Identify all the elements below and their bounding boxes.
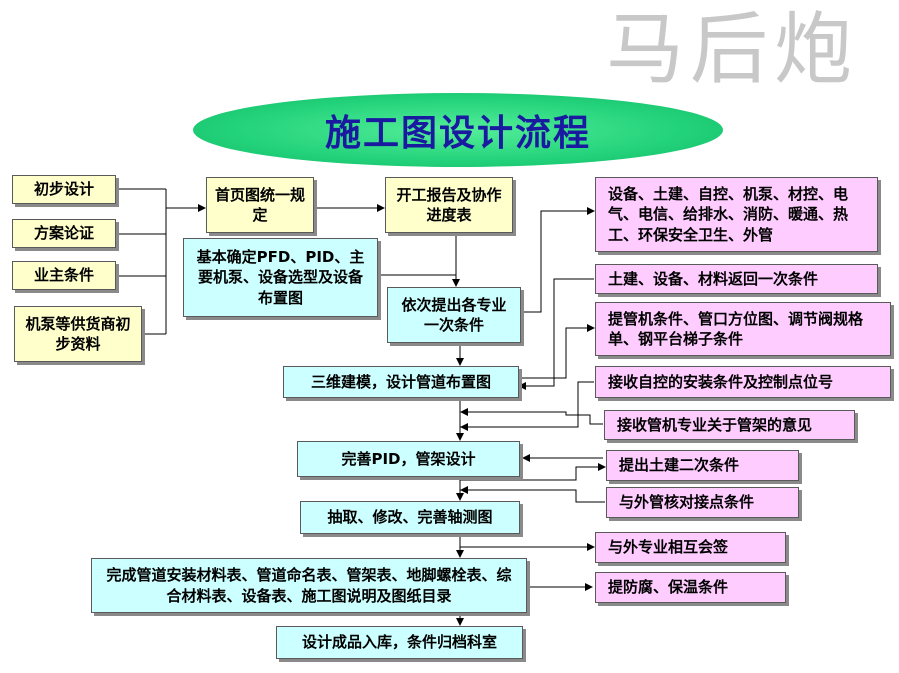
edge-conditions-disciplines — [521, 207, 595, 313]
box-first-conditions: 依次提出各专业一次条件 — [387, 287, 521, 343]
edge-instrument — [460, 381, 594, 428]
box-prelim-design: 初步设计 — [12, 175, 116, 204]
watermark-text: 马后炮 — [606, 5, 859, 95]
box-instrument-conditions: 接收自控的安装条件及控制点位号 — [595, 366, 891, 398]
edge-return1-model3d — [518, 278, 594, 390]
edge-external-branch — [460, 489, 605, 503]
box-archive: 设计成品入库，条件归档科室 — [276, 626, 523, 659]
title-oval: 施工图设计流程 — [193, 93, 723, 167]
box-3d-modeling: 三维建模，设计管道布置图 — [283, 366, 519, 398]
box-support-opinion: 接收管机专业关于管架的意见 — [604, 410, 855, 440]
edge-civil2-branch — [460, 463, 606, 481]
box-anticorrosion: 提防腐、保温条件 — [595, 572, 786, 603]
box-countersign: 与外专业相互会签 — [595, 532, 786, 563]
box-material-tables: 完成管道安装材料表、管道命名表、管架表、地脚螺栓表、综合材料表、设备表、施工图说… — [91, 558, 527, 613]
box-return-conditions: 土建、设备、材料返回一次条件 — [595, 264, 878, 294]
box-external-pipe: 与外管核对接点条件 — [606, 487, 799, 518]
box-homepage-rules: 首页图统一规定 — [206, 177, 314, 233]
box-scheme-review: 方案论证 — [12, 219, 116, 248]
edge-support-opinion — [470, 411, 603, 425]
box-pid-support: 完善PID，管架设计 — [297, 441, 520, 477]
box-disciplines: 设备、土建、自控、机泵、材控、电气、电信、给排水、消防、暖通、热工、环保安全卫生… — [595, 177, 878, 252]
box-equipment-conditions: 提管机条件、管口方位图、调节阀规格单、钢平台梯子条件 — [595, 302, 891, 356]
box-vendor-data: 机泵等供货商初步资料 — [14, 306, 142, 362]
box-isometric: 抽取、修改、完善轴测图 — [300, 501, 520, 534]
box-civil-second: 提出土建二次条件 — [606, 450, 799, 481]
box-owner-conditions: 业主条件 — [12, 261, 116, 290]
diagram-title: 施工图设计流程 — [324, 113, 591, 154]
box-pfd-pid: 基本确定PFD、PID、主要机泵、设备选型及设备布置图 — [183, 238, 378, 317]
edge-model3d-equipcond — [519, 324, 595, 379]
box-kickoff-report: 开工报告及协作进度表 — [385, 177, 513, 233]
